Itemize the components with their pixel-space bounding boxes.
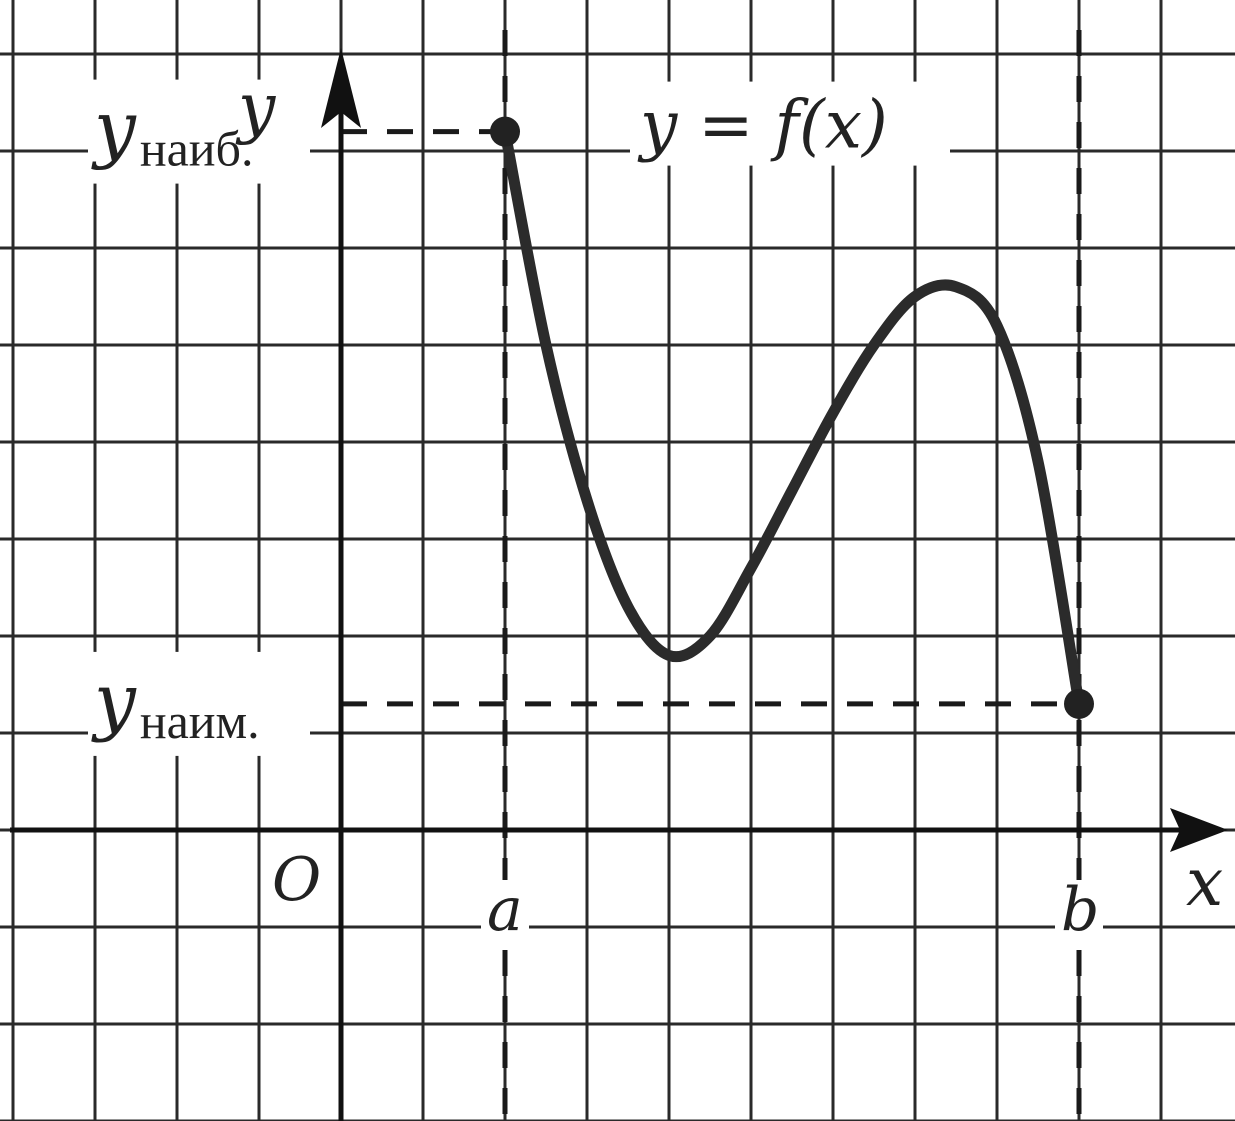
- x-tick-label-a: a: [487, 875, 523, 945]
- endpoint-b: [1064, 688, 1094, 719]
- y-tick-label-max: yнаиб.: [91, 86, 253, 177]
- chart-labels: y = f(x) y x O a b yнаиб. yнаим.: [88, 69, 1230, 950]
- endpoint-a: [490, 116, 520, 147]
- y-axis-label: y: [235, 69, 276, 146]
- plot-area: [490, 116, 1094, 719]
- x-tick-bg: [1055, 880, 1103, 950]
- x-tick-label-b: b: [1061, 875, 1099, 945]
- x-tick-bg: [481, 880, 529, 950]
- y-tick-label-min: yнаим.: [91, 658, 260, 749]
- xlabel-bg: [1180, 860, 1230, 920]
- x-axis-arrow: [1170, 808, 1228, 852]
- origin-bg: [268, 848, 328, 914]
- function-title: y = f(x): [637, 87, 888, 164]
- axes: [10, 48, 1228, 1121]
- ylabel-bg: [228, 80, 288, 150]
- function-curve: [499, 126, 1085, 710]
- y-axis-arrow: [321, 48, 361, 128]
- origin-label: O: [272, 845, 321, 915]
- guide-lines: [341, 30, 1082, 1121]
- x-axis-label: x: [1186, 844, 1223, 921]
- y-tick-bg: [88, 651, 310, 756]
- title-bg: [630, 81, 950, 166]
